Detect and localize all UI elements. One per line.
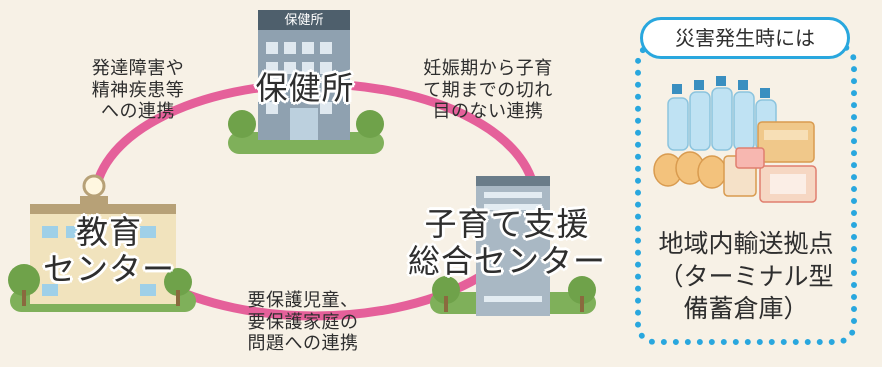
disaster-title-badge: 災害発生時には [640,17,850,59]
node-label-education-center: 教育 センター [42,213,175,288]
link-label-education-childcare: 要保護児童、 要保護家庭の 問題への連携 [247,290,359,355]
health-center-sign: 保健所 [284,13,324,28]
node-label-childcare-center: 子育て支援 総合センター [407,205,606,280]
node-label-health-center: 保健所 [255,69,355,107]
childcare-center-building [430,176,596,316]
health-center-building [228,10,384,154]
link-label-health-education: 発達障害や 精神疾患等 への連携 [91,58,185,123]
stockpile-goods-illustration [653,76,817,203]
disaster-hub-label: 地域内輸送拠点 （ターミナル型 備蓄倉庫） [658,229,834,323]
education-center-building [8,174,196,312]
link-label-health-childcare: 妊娠期から子育 て期までの切れ 目のない連携 [423,58,553,123]
